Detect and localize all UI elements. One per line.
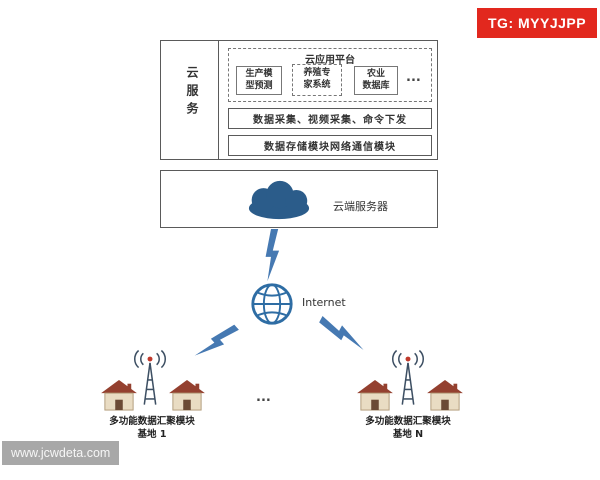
house-icon	[168, 379, 206, 411]
data-collect-row: 数据采集、视频采集、命令下发	[228, 108, 432, 129]
base-label-n: 多功能数据汇聚模块 基地 N	[348, 416, 468, 442]
base-name: 多功能数据汇聚模块	[109, 416, 195, 427]
base-sub: 基地 1	[137, 428, 167, 440]
antenna-icon	[131, 349, 169, 409]
tg-badge: TG: MYYJJPP	[477, 8, 598, 38]
base-label-1: 多功能数据汇聚模块 基地 1	[92, 416, 212, 442]
house-icon	[356, 379, 394, 411]
lightning-icon-down	[262, 229, 280, 283]
cloud-server-box	[160, 170, 438, 228]
lightning-icon-right	[313, 313, 373, 356]
base-name: 多功能数据汇聚模块	[365, 416, 451, 427]
data-storage-row: 数据存储模块网络通信模块	[228, 135, 432, 156]
cloud-platform-title: 云应用平台	[305, 55, 355, 66]
house-icon	[426, 379, 464, 411]
modules-ellipsis: ...	[406, 70, 421, 85]
watermark-badge: www.jcwdeta.com	[2, 441, 120, 465]
antenna-icon	[389, 349, 427, 409]
cloud-icon	[238, 178, 320, 222]
cloud-service-side-label: 云服务	[185, 66, 199, 120]
internet-globe-icon	[249, 281, 295, 327]
lightning-icon-left	[190, 318, 241, 366]
base-sub: 基地 N	[392, 428, 424, 440]
internet-label: Internet	[302, 296, 346, 309]
cloud-service-divider	[218, 40, 219, 160]
bases-ellipsis: ...	[256, 390, 271, 405]
cloud-server-label: 云端服务器	[333, 200, 388, 213]
module-production-model: 生产模 型预测	[236, 66, 282, 95]
module-agri-database: 农业 数据库	[354, 66, 398, 95]
house-icon	[100, 379, 138, 411]
module-breeding-expert: 养殖专 家系统	[292, 64, 342, 96]
